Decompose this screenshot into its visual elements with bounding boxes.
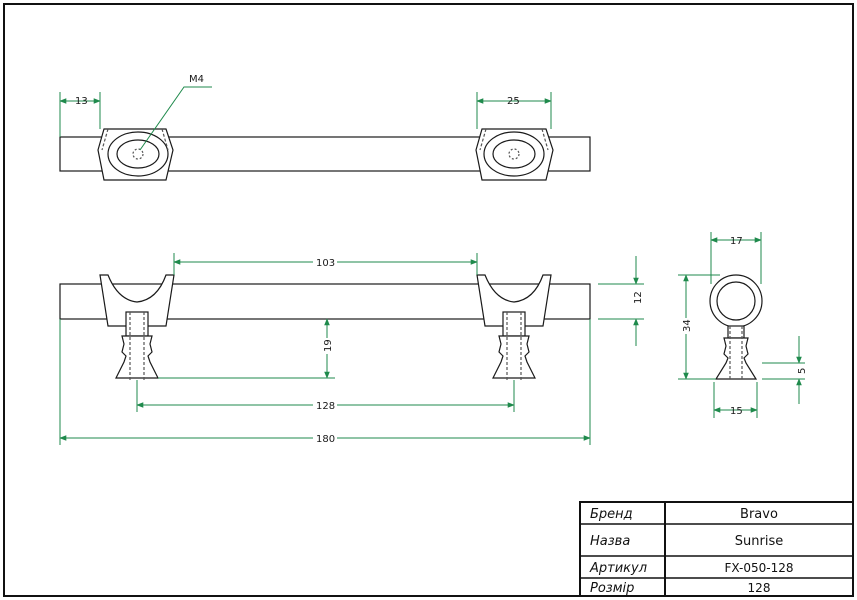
thread-label-m4: M4 — [189, 74, 204, 85]
dim-15: 15 — [730, 406, 743, 417]
side-view — [709, 274, 763, 380]
top-view-right-post — [475, 128, 554, 181]
dim-128: 128 — [316, 401, 335, 412]
dim-19: 19 — [323, 339, 334, 352]
front-view — [59, 274, 591, 380]
dim-180: 180 — [316, 434, 335, 445]
title-block-value-name: Sunrise — [735, 534, 783, 549]
dim-post-width-25: 25 — [507, 96, 520, 107]
side-view-dimensions — [678, 232, 805, 418]
front-view-left-post — [99, 274, 175, 380]
top-view-bar — [59, 136, 591, 172]
title-block-label-article: Артикул — [589, 561, 647, 576]
top-view-dimensions — [59, 86, 552, 151]
title-block-value-size: 128 — [748, 581, 771, 595]
dim-12: 12 — [633, 291, 644, 304]
title-block-label-name: Назва — [590, 534, 630, 549]
top-view — [59, 128, 591, 181]
title-block — [579, 501, 854, 597]
dim-offset-13: 13 — [75, 96, 88, 107]
title-block-value-article: FX-050-128 — [725, 561, 794, 575]
front-view-right-post — [476, 274, 552, 380]
dim-5: 5 — [797, 368, 808, 374]
title-block-value-brand: Bravo — [740, 507, 778, 522]
top-view-left-post — [97, 128, 174, 181]
drawing-border — [3, 3, 854, 597]
dim-103: 103 — [316, 258, 335, 269]
dim-17: 17 — [730, 236, 743, 247]
title-block-label-brand: Бренд — [590, 507, 633, 522]
title-block-label-size: Розмір — [590, 581, 634, 596]
dim-34: 34 — [682, 319, 693, 332]
